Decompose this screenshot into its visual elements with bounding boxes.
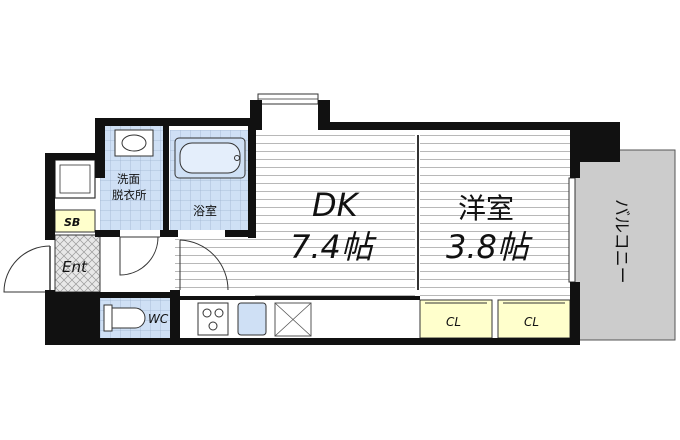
closet-1 bbox=[419, 299, 493, 339]
washroom-door-swing bbox=[119, 236, 160, 276]
bathtub-inner bbox=[179, 142, 241, 174]
corridor bbox=[175, 235, 260, 295]
closet-2 bbox=[497, 299, 571, 339]
shoebox-label: SB bbox=[64, 216, 80, 229]
balcony-window bbox=[568, 177, 576, 283]
walls bbox=[45, 100, 620, 345]
toilet-label: WC bbox=[148, 312, 169, 326]
bath-label: 浴室 bbox=[193, 203, 217, 218]
bathtub-drain bbox=[234, 155, 240, 161]
western-room-label: 洋室 bbox=[458, 192, 514, 225]
dk-size: 7.4帖 bbox=[290, 228, 377, 266]
closet-2-label: CL bbox=[524, 315, 539, 329]
balcony bbox=[574, 149, 676, 341]
toilet-bowl bbox=[111, 307, 146, 329]
western-room bbox=[420, 130, 570, 298]
washroom-label-1: 洗面 bbox=[117, 172, 140, 186]
washing-machine-pan bbox=[54, 159, 96, 199]
front-door-swing bbox=[3, 245, 51, 293]
kitchen-sink bbox=[237, 302, 267, 336]
burner-3 bbox=[208, 321, 218, 331]
closet-1-label: CL bbox=[446, 315, 461, 329]
entrance-label: Ent bbox=[62, 258, 88, 276]
dk-room bbox=[255, 130, 415, 300]
washing-machine-inner bbox=[59, 164, 91, 194]
western-room-size: 3.8帖 bbox=[446, 228, 533, 266]
balcony-label: バルコニー bbox=[611, 199, 631, 284]
basin-bowl bbox=[121, 134, 147, 152]
washroom-label-2: 脱衣所 bbox=[112, 188, 147, 202]
dk-label: DK bbox=[312, 186, 361, 224]
burner-2 bbox=[214, 308, 224, 318]
toilet-tank bbox=[103, 304, 113, 332]
fridge-space-x bbox=[274, 302, 312, 337]
dk-door-swing bbox=[179, 239, 229, 291]
burner-1 bbox=[202, 308, 212, 318]
